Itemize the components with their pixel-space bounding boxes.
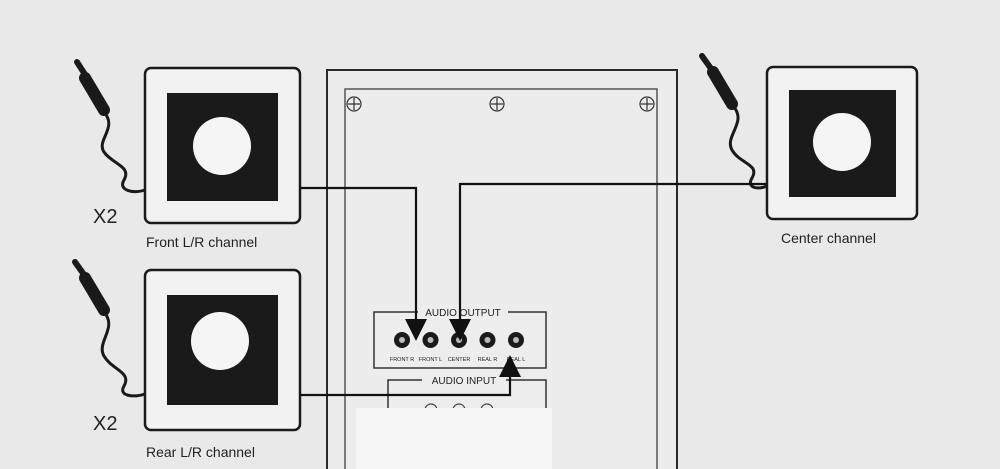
- jack-label: CENTER: [448, 357, 471, 363]
- center-speaker-label: Center channel: [781, 230, 876, 246]
- screw-icon: [346, 96, 362, 112]
- front-connection-line: [300, 186, 427, 341]
- jack-label: REAL L: [507, 357, 526, 363]
- screw-icon: [489, 96, 505, 112]
- speaker-cone-icon: [191, 312, 249, 370]
- audio-output-title: AUDIO OUTPUT: [425, 308, 501, 319]
- front-multiplier: X2: [93, 206, 117, 228]
- rca-plug-icon: [699, 53, 768, 190]
- screw-icon: [639, 96, 655, 112]
- jack-label: FRONT R: [390, 357, 414, 363]
- rca-plug-icon: [74, 59, 146, 194]
- speaker-cone-icon: [813, 113, 871, 171]
- jack-label: FRONT L: [419, 357, 442, 363]
- rear-speaker-label: Rear L/R channel: [146, 444, 255, 460]
- jack-label: REAL R: [478, 357, 498, 363]
- audio-input-title: AUDIO INPUT: [432, 376, 496, 387]
- center-connection-line: [449, 182, 767, 341]
- front-speaker-label: Front L/R channel: [146, 234, 257, 250]
- cover-patch: [356, 408, 552, 469]
- front-speaker: [143, 66, 302, 225]
- rear-multiplier: X2: [93, 413, 117, 435]
- rca-plug-icon: [72, 259, 146, 398]
- speaker-cone-icon: [193, 117, 251, 175]
- rca-jack: REAL R: [478, 332, 498, 363]
- rear-speaker: [143, 268, 302, 432]
- rear-connection-line: [300, 355, 521, 397]
- center-speaker: [765, 65, 919, 221]
